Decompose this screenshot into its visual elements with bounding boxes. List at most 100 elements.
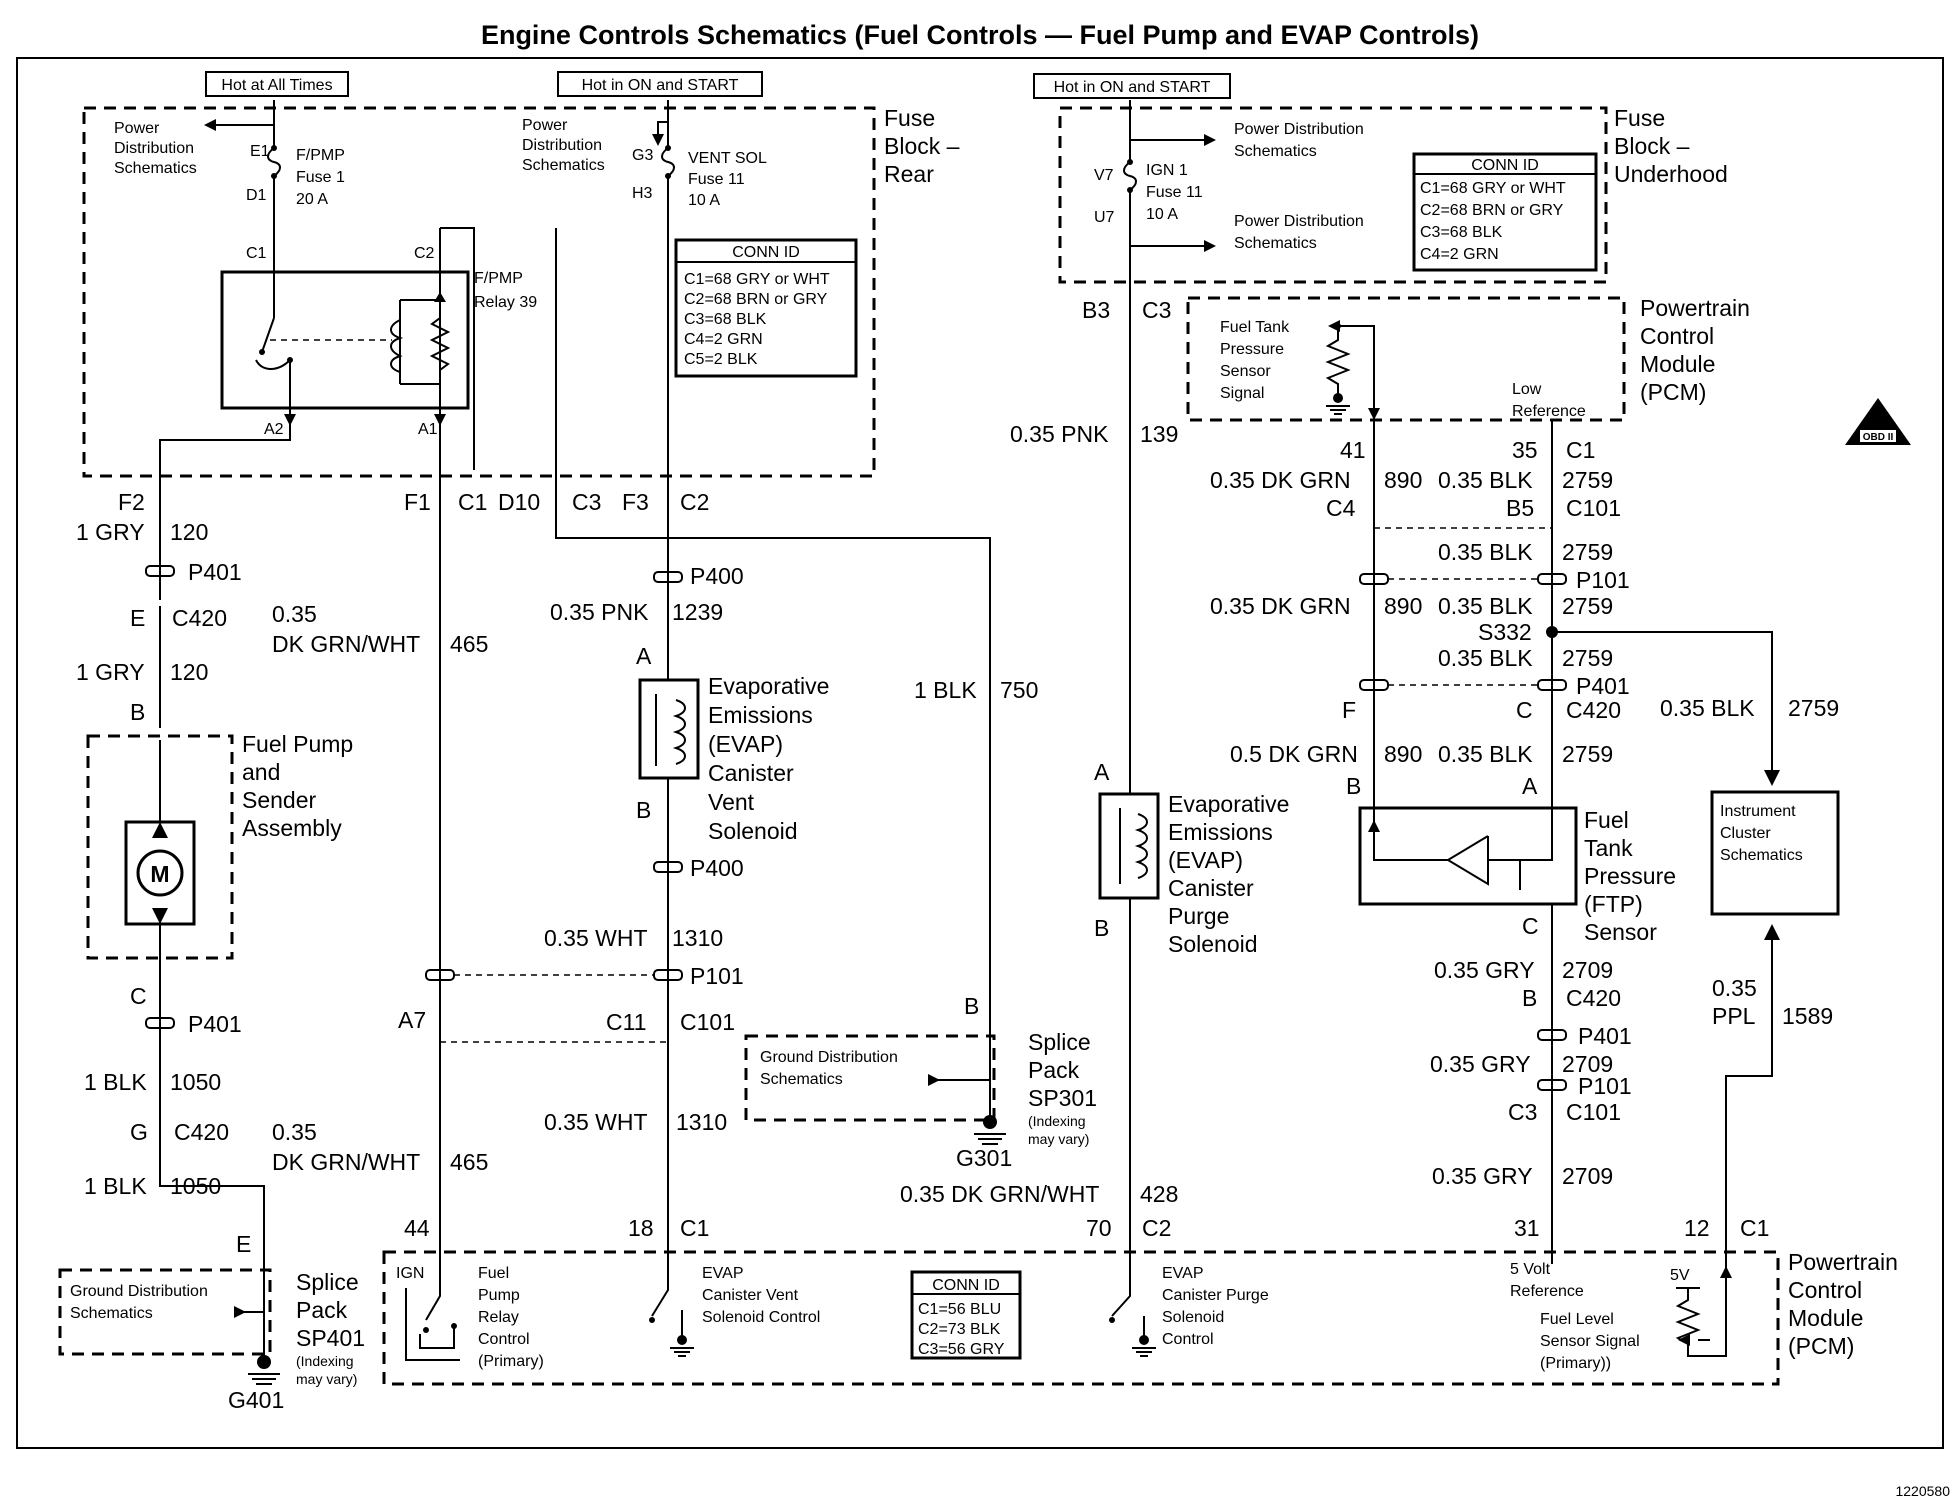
conn-id-underhood: CONN ID C1=68 GRY or WHT C2=68 BRN or GR…: [1412, 152, 1598, 272]
conn-p401-1: P401: [188, 559, 242, 585]
conn-c101-3: C101: [1566, 1099, 1621, 1125]
instrument-cluster-label: Instrument Cluster Schematics: [1720, 803, 1803, 864]
fuel-pump-label: Fuel Pump and Sender Assembly: [242, 731, 360, 841]
conn-p401-2: P401: [188, 1011, 242, 1037]
wire-2709c-color: 0.35 GRY: [1432, 1163, 1533, 1189]
pcm-top-signal: Fuel Tank Pressure Sensor Signal: [1220, 319, 1294, 402]
wire-1310b-color: 0.35 WHT: [544, 1109, 648, 1135]
wire-890a-circuit: 890: [1384, 467, 1422, 493]
purge-solenoid-label: Evaporative Emissions (EVAP) Canister Pu…: [1168, 791, 1296, 957]
conn-c420-4: C420: [1566, 985, 1621, 1011]
conn-c-420: C: [1516, 697, 1533, 723]
wire-465a-circuit: 465: [450, 631, 488, 657]
wire-890c-circuit: 890: [1384, 741, 1422, 767]
pin-35: 35: [1512, 437, 1538, 463]
wire-1050b-circuit: 1050: [170, 1173, 221, 1199]
conn-b5: B5: [1506, 495, 1534, 521]
conn-b-purge: B: [1094, 915, 1109, 941]
conn-e-2: E: [236, 1231, 251, 1257]
wire-2759f-circuit: 2759: [1562, 741, 1613, 767]
wire-465b-circuit: 465: [450, 1149, 488, 1175]
wire-2709a-circuit: 2709: [1562, 957, 1613, 983]
wire-2759b-color: 0.35 BLK: [1438, 539, 1533, 565]
wire-139-color: 0.35 PNK: [1010, 421, 1109, 447]
pcm-bottom-outline: [382, 1250, 1780, 1386]
conn-f2: F2: [118, 489, 145, 515]
conn-f3: F3: [622, 489, 649, 515]
wire-1050a-color: 1 BLK: [84, 1069, 147, 1095]
svg-text:CONN ID: CONN ID: [732, 244, 800, 261]
pcm-top-label: Powertrain Control Module (PCM): [1640, 295, 1756, 405]
pcm-5v: 5V: [1670, 1267, 1690, 1284]
underhood-power-dist-a: Power Distribution Schematics: [1234, 121, 1368, 160]
conn-c101-1: C101: [680, 1009, 735, 1035]
conn-c1-pcm-right: C1: [1740, 1215, 1769, 1241]
conn-c420-1: C420: [172, 605, 227, 631]
svg-text:Hot in ON and START: Hot in ON and START: [582, 77, 739, 94]
wire-465b-gauge: 0.35: [272, 1119, 317, 1145]
conn-g: G: [130, 1119, 148, 1145]
hot-label-always: Hot at All Times: [205, 71, 349, 97]
pin-44: 44: [404, 1215, 430, 1241]
pin-31: 31: [1514, 1215, 1540, 1241]
svg-text:Hot in ON and START: Hot in ON and START: [1054, 79, 1211, 96]
obd-ii-badge: OBD II: [1845, 398, 1911, 445]
wire-1239-color: 0.35 PNK: [550, 599, 649, 625]
hot-label-on-start-1: Hot in ON and START: [557, 71, 763, 97]
vent-solenoid: [638, 678, 700, 780]
pin-12: 12: [1684, 1215, 1710, 1241]
svg-text:C1=68 GRY or WHT C2=68 B: C1=68 GRY or WHT C2=68 BRN or GRY C3=68 …: [684, 271, 834, 368]
fuse-block-underhood-label: Fuse Block – Underhood: [1614, 105, 1728, 187]
underhood-fuse-top: V7: [1094, 167, 1114, 184]
wire-2709b-color: 0.35 GRY: [1430, 1051, 1531, 1077]
fuel-pump-relay: [220, 270, 470, 410]
conn-b-c420: B: [1522, 985, 1537, 1011]
conn-e-1: E: [130, 605, 145, 631]
pcm-bottom-label: Powertrain Control Module (PCM): [1788, 1249, 1904, 1359]
wire-428-circuit: 428: [1140, 1181, 1178, 1207]
pcm-top-low-ref: Low Reference: [1512, 381, 1586, 420]
svg-text:Hot at All Times: Hot at All Times: [221, 77, 332, 94]
wire-750-color: 1 BLK: [914, 677, 977, 703]
underhood-fuse-label: IGN 1 Fuse 11 10 A: [1146, 162, 1207, 223]
fuse2-pin-top: G3: [632, 147, 653, 164]
conn-a-vent: A: [636, 643, 652, 669]
conn-b-vent: B: [636, 797, 651, 823]
conn-p400-2: P400: [690, 855, 744, 881]
conn-a7: A7: [398, 1007, 426, 1033]
relay-pin-c2: C2: [414, 245, 435, 262]
conn-c-1: C: [130, 983, 147, 1009]
wire-1589-gauge: 0.35: [1712, 975, 1757, 1001]
relay-label: F/PMP Relay 39: [474, 270, 537, 311]
conn-p101-1: P101: [690, 963, 744, 989]
conn-b-sp301: B: [964, 993, 979, 1019]
pcm-ign: IGN: [396, 1265, 424, 1282]
pcm-level-signal: Fuel Level Sensor Signal (Primary)): [1540, 1311, 1644, 1372]
wire-120a-color: 1 GRY: [76, 519, 145, 545]
fuse1-label: F/PMP Fuse 1 20 A: [296, 147, 349, 208]
conn-f1: F1: [404, 489, 431, 515]
conn-c-ftp: C: [1522, 913, 1539, 939]
wire-2759b-circuit: 2759: [1562, 539, 1613, 565]
wire-2759e-color: 0.35 BLK: [1660, 695, 1755, 721]
wire-890a-color: 0.35 DK GRN: [1210, 467, 1351, 493]
conn-p401-4: P401: [1578, 1023, 1632, 1049]
ftp-sensor: [1358, 806, 1578, 906]
p401-connector-4: [1537, 679, 1567, 691]
conn-p401-3: P401: [1576, 673, 1630, 699]
hot-label-on-start-2: Hot in ON and START: [1033, 73, 1231, 99]
conn-b3: B3: [1082, 297, 1110, 323]
wire-465a-gauge: 0.35: [272, 601, 317, 627]
conn-p101-3: P101: [1578, 1073, 1632, 1099]
splice-pack-sp301: Splice Pack SP301 (Indexing may vary): [1028, 1029, 1102, 1147]
ground-g301: G301: [956, 1145, 1012, 1171]
wire-1310a-circuit: 1310: [672, 925, 723, 951]
pin-70: 70: [1086, 1215, 1112, 1241]
ground-dist-2: Ground Distribution Schematics: [70, 1283, 212, 1322]
wire-1050a-circuit: 1050: [170, 1069, 221, 1095]
wire-2759f-color: 0.35 BLK: [1438, 741, 1533, 767]
wire-120b-circuit: 120: [170, 659, 208, 685]
pcm-fp-relay: Fuel Pump Relay Control (Primary): [478, 1265, 544, 1370]
p401-connector-1: [145, 565, 175, 577]
wire-1050b-color: 1 BLK: [84, 1173, 147, 1199]
